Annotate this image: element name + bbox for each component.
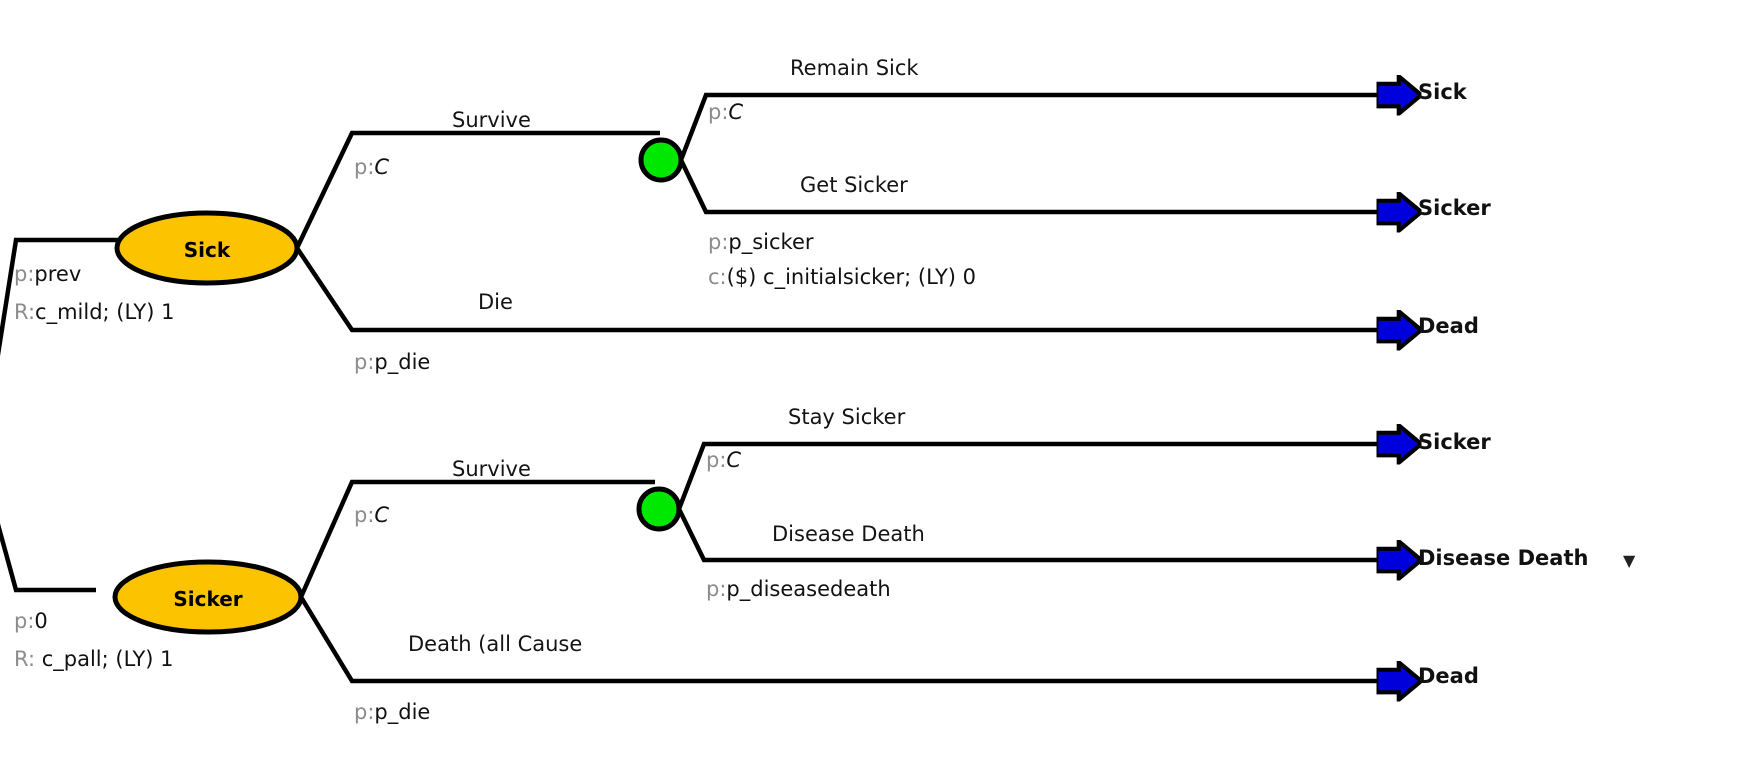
branch-probability-get-sicker-prefix: p: [708, 230, 729, 254]
sicker-incoming-edge [0, 523, 96, 593]
branch-label-remain-sick[interactable]: Remain Sick [790, 56, 919, 80]
terminal-node-sicker[interactable]: Sicker [1418, 196, 1491, 220]
branch-probability-remain-sick: p:C [708, 100, 743, 124]
branch-probability-survive-2-prefix: p: [354, 503, 375, 527]
branch-label-survive-2[interactable]: Survive [452, 457, 531, 481]
branch-probability-survive-2: p:C [354, 503, 389, 527]
sicker-incoming-reward: R: c_pall; (LY) 1 [14, 647, 174, 671]
sicker-incoming-probability: p:0 [14, 609, 48, 633]
branch-probability-die-value: p_die [374, 350, 431, 374]
branch-probability-survive-value: C [374, 155, 390, 179]
branch-cost-get-sicker: c:($) c_initialsicker; (LY) 0 [708, 265, 976, 289]
branch-probability-death-all-cause: p:p_die [354, 700, 430, 724]
branch-label-death-all-cause[interactable]: Death (all Cause [408, 632, 583, 656]
branch-probability-remain-sick-value: C [728, 100, 744, 124]
branch-probability-disease-death-prefix: p: [706, 577, 727, 601]
terminal-node-sick[interactable]: Sick [1418, 80, 1467, 104]
sick-incoming-probability-value: prev [34, 262, 82, 286]
branch-probability-stay-sicker: p:C [706, 448, 741, 472]
branch-probability-survive: p:C [354, 155, 389, 179]
sicker-survive-branch-lines [676, 444, 1380, 560]
branch-probability-die: p:p_die [354, 350, 430, 374]
sicker-incoming-reward-value: c_pall; (LY) 1 [35, 647, 174, 671]
branch-probability-death-all-cause-prefix: p: [354, 700, 375, 724]
sick-incoming-reward: R:c_mild; (LY) 1 [14, 300, 174, 324]
sick-incoming-probability: p:prev [14, 262, 81, 286]
branch-probability-get-sicker: p:p_sicker [708, 230, 814, 254]
sick-survive-branch-lines [678, 95, 1380, 212]
terminal-node-dead[interactable]: Dead [1418, 314, 1479, 338]
state-node-sick-label: Sick [183, 238, 231, 262]
state-node-sicker-label: Sicker [173, 587, 243, 611]
sicker-incoming-probability-value: 0 [34, 609, 48, 633]
sick-incoming-edge [0, 237, 118, 357]
branch-probability-survive-prefix: p: [354, 155, 375, 179]
branch-probability-stay-sicker-value: C [726, 448, 742, 472]
branch-probability-die-prefix: p: [354, 350, 375, 374]
branch-probability-survive-2-value: C [374, 503, 390, 527]
branch-cost-get-sicker-prefix: c: [708, 265, 727, 289]
chance-node-sicker-survive[interactable] [636, 486, 682, 532]
terminal-node-dead-2[interactable]: Dead [1418, 664, 1479, 688]
branch-probability-remain-sick-prefix: p: [708, 100, 729, 124]
chevron-down-icon[interactable]: ▼ [1623, 551, 1636, 570]
sick-incoming-reward-prefix: R: [14, 300, 36, 324]
branch-label-disease-death[interactable]: Disease Death [772, 522, 925, 546]
chance-node-sick-survive[interactable] [638, 137, 684, 183]
sicker-incoming-reward-prefix: R: [14, 647, 36, 671]
branch-label-survive[interactable]: Survive [452, 108, 531, 132]
sick-incoming-reward-value: c_mild; (LY) 1 [35, 300, 175, 324]
branch-probability-death-all-cause-value: p_die [374, 700, 431, 724]
terminal-node-sicker-2[interactable]: Sicker [1418, 430, 1491, 454]
sicker-incoming-probability-prefix: p: [14, 609, 35, 633]
branch-probability-disease-death: p:p_diseasedeath [706, 577, 891, 601]
terminal-node-disease-death[interactable]: Disease Death [1418, 546, 1589, 570]
branch-probability-get-sicker-value: p_sicker [728, 230, 814, 254]
branch-probability-disease-death-value: p_diseasedeath [726, 577, 891, 601]
sick-branch-lines [294, 130, 1380, 330]
sicker-branch-lines [298, 479, 1380, 681]
sick-incoming-probability-prefix: p: [14, 262, 35, 286]
branch-cost-get-sicker-value: ($) c_initialsicker; (LY) 0 [726, 265, 977, 289]
branch-label-get-sicker[interactable]: Get Sicker [800, 173, 908, 197]
branch-probability-stay-sicker-prefix: p: [706, 448, 727, 472]
branch-label-stay-sicker[interactable]: Stay Sicker [788, 405, 906, 429]
branch-label-die[interactable]: Die [478, 290, 513, 314]
